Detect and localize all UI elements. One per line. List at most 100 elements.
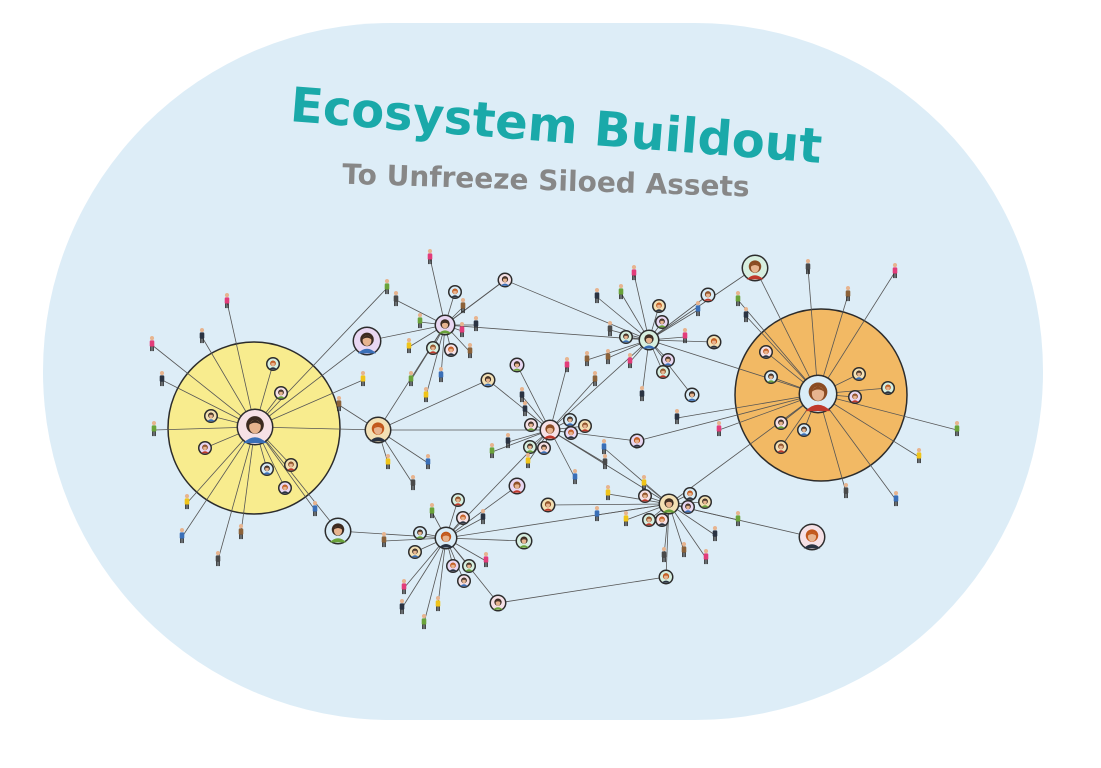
standing-person-icon — [467, 343, 473, 359]
person-avatar-icon — [848, 390, 862, 404]
standing-person-icon — [425, 454, 431, 470]
standing-person-icon — [607, 321, 613, 337]
person-avatar-icon — [204, 409, 218, 423]
person-avatar-icon — [656, 365, 670, 379]
connection-line — [648, 339, 819, 395]
standing-person-icon — [480, 509, 486, 525]
connection-line — [337, 530, 447, 539]
person-avatar-icon — [413, 526, 427, 540]
standing-person-icon — [381, 532, 387, 548]
standing-person-icon — [594, 506, 600, 522]
person-avatar-icon — [497, 272, 513, 288]
standing-person-icon — [435, 596, 441, 612]
standing-person-icon — [336, 396, 342, 412]
connection-line — [586, 339, 650, 361]
connection-line — [665, 503, 670, 578]
standing-person-icon — [592, 371, 598, 387]
standing-person-icon — [661, 547, 667, 563]
person-avatar-icon — [706, 334, 722, 350]
person-avatar-icon — [852, 367, 866, 381]
connection-line — [648, 339, 693, 396]
person-avatar-icon — [658, 569, 674, 585]
standing-person-icon — [417, 313, 423, 329]
standing-person-icon — [406, 338, 412, 354]
person-avatar-icon — [434, 526, 458, 550]
connection-line — [636, 393, 819, 442]
person-avatar-icon — [578, 419, 592, 433]
person-avatar-icon — [274, 386, 288, 400]
background-layer — [43, 23, 1043, 720]
connection-line — [817, 393, 958, 431]
standing-person-icon — [627, 353, 633, 369]
standing-person-icon — [805, 259, 811, 275]
connection-line — [254, 426, 379, 431]
standing-person-icon — [184, 494, 190, 510]
person-avatar-icon — [564, 426, 578, 440]
person-avatar-icon — [515, 532, 533, 550]
person-avatar-icon — [700, 287, 716, 303]
person-avatar-icon — [508, 477, 526, 495]
connection-line — [445, 537, 525, 542]
person-avatar-icon — [540, 497, 556, 513]
standing-person-icon — [489, 443, 495, 459]
person-avatar-icon — [284, 458, 298, 472]
connection-line — [547, 503, 670, 506]
person-avatar-icon — [642, 513, 656, 527]
standing-person-icon — [916, 448, 922, 464]
person-avatar-icon — [278, 481, 292, 495]
person-avatar-icon — [661, 353, 675, 367]
person-avatar-icon — [619, 330, 633, 344]
standing-person-icon — [505, 433, 511, 449]
standing-person-icon — [519, 387, 525, 403]
connection-line — [254, 287, 388, 428]
standing-person-icon — [743, 307, 749, 323]
person-avatar-icon — [457, 574, 471, 588]
standing-person-icon — [605, 485, 611, 501]
network-nodes — [149, 249, 960, 630]
standing-person-icon — [735, 291, 741, 307]
connection-line — [596, 296, 650, 341]
standing-person-icon — [602, 454, 608, 470]
person-avatar-icon — [524, 418, 538, 432]
standing-person-icon — [408, 371, 414, 387]
person-avatar-icon — [324, 517, 352, 545]
standing-person-icon — [584, 351, 590, 367]
standing-person-icon — [385, 454, 391, 470]
person-avatar-icon — [798, 374, 838, 414]
standing-person-icon — [215, 551, 221, 567]
connection-line — [668, 503, 707, 559]
standing-person-icon — [199, 328, 205, 344]
connection-line — [516, 364, 551, 431]
standing-person-icon — [429, 503, 435, 519]
standing-person-icon — [641, 475, 647, 491]
standing-person-icon — [459, 322, 465, 338]
person-avatar-icon — [638, 489, 652, 503]
person-avatar-icon — [683, 487, 697, 501]
person-avatar-icon — [774, 416, 788, 430]
person-avatar-icon — [741, 254, 769, 282]
connection-line — [648, 339, 715, 343]
standing-person-icon — [618, 284, 624, 300]
person-avatar-icon — [629, 433, 645, 449]
standing-person-icon — [954, 421, 960, 437]
person-avatar-icon — [364, 416, 392, 444]
connection-line — [254, 379, 364, 428]
person-avatar-icon — [198, 441, 212, 455]
standing-person-icon — [843, 483, 849, 499]
person-avatar-icon — [448, 285, 462, 299]
connection-line — [549, 379, 596, 431]
standing-person-icon — [572, 469, 578, 485]
standing-person-icon — [522, 401, 528, 417]
person-avatar-icon — [798, 523, 826, 551]
connection-line — [497, 576, 667, 604]
standing-person-icon — [893, 491, 899, 507]
standing-person-icon — [438, 367, 444, 383]
connection-line — [377, 379, 489, 431]
connection-line — [668, 503, 739, 521]
standing-person-icon — [410, 475, 416, 491]
standing-person-icon — [473, 316, 479, 332]
connection-line — [737, 299, 819, 395]
standing-person-icon — [623, 511, 629, 527]
person-avatar-icon — [658, 493, 680, 515]
